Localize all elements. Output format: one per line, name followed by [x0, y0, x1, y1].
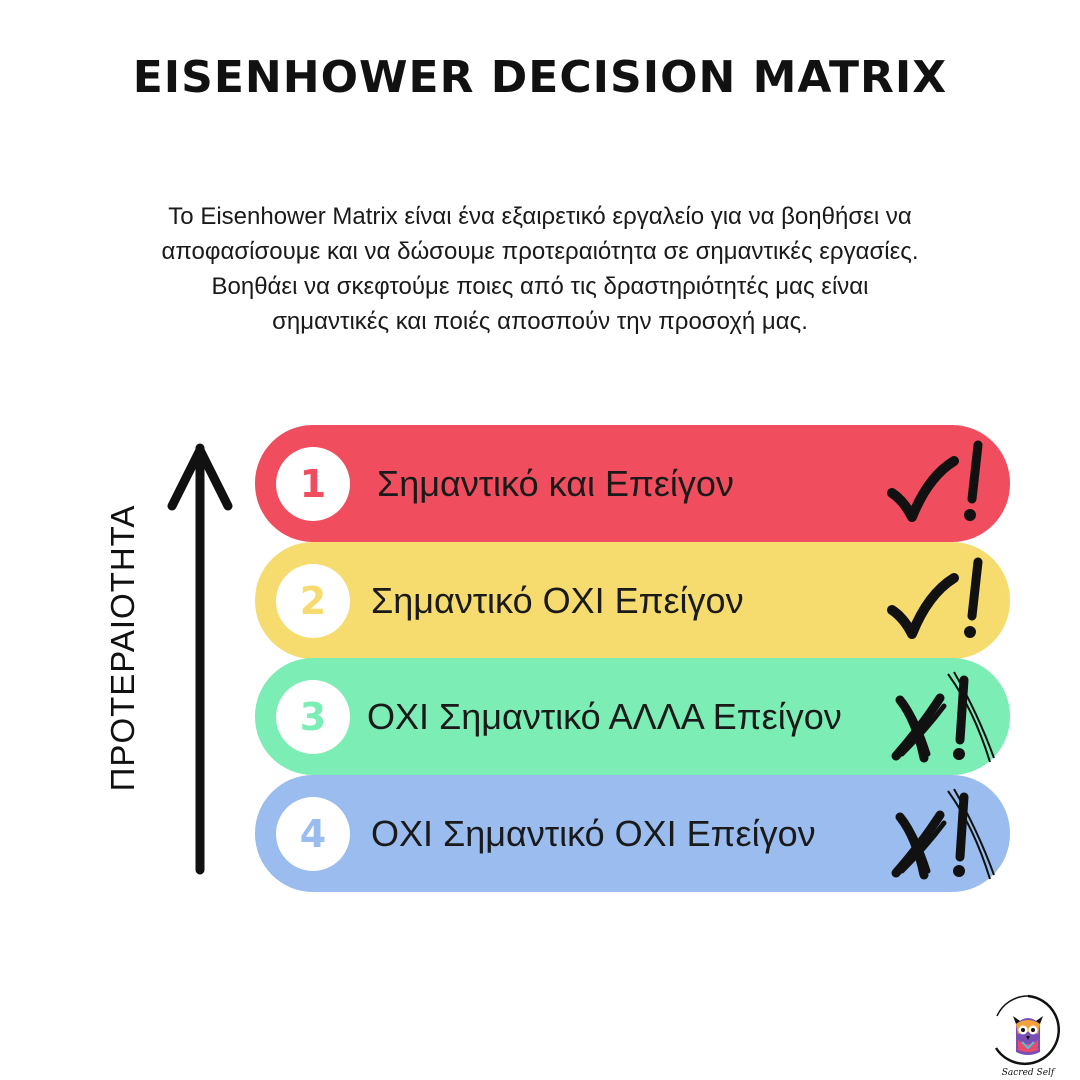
intro-line: Το Eisenhower Matrix είναι ένα εξαιρετικ… — [168, 203, 912, 230]
quadrant-label: Σημαντικό ΟΧΙ Επείγον — [371, 579, 744, 621]
quadrant-number: 4 — [276, 797, 350, 871]
intro-line: αποφασίσουμε και να δώσουμε προτεραιότητ… — [161, 238, 919, 265]
quadrant-number: 2 — [276, 564, 350, 638]
quadrant-2-band: 2 Σημαντικό ΟΧΙ Επείγον — [255, 542, 1010, 659]
cross-exclamation-icon — [891, 671, 995, 763]
svg-text:Sacred Self: Sacred Self — [1002, 1068, 1056, 1078]
check-exclamation-icon — [887, 440, 983, 522]
quadrant-1-band: 1 Σημαντικό και Επείγον — [255, 425, 1010, 542]
check-exclamation-icon — [887, 557, 983, 639]
page-title: EISENHOWER DECISION MATRIX — [132, 52, 948, 103]
quadrant-number: 3 — [276, 680, 350, 754]
priority-axis-label: ΠΡΟΤΕΡΑΙΟΤΗΤΑ — [104, 504, 141, 792]
priority-arrow-icon — [167, 443, 233, 875]
quadrant-number: 1 — [276, 447, 350, 521]
quadrant-label: ΟΧΙ Σημαντικό ΑΛΛΑ Επείγον — [367, 695, 842, 737]
intro-line: Βοηθάει να σκεφτούμε ποιες από τις δραστ… — [211, 273, 869, 300]
intro-line: σημαντικές και ποιές αποσπούν την προσοχ… — [272, 308, 808, 335]
quadrant-3-band: 3 ΟΧΙ Σημαντικό ΑΛΛΑ Επείγον — [255, 658, 1010, 775]
quadrant-label: ΟΧΙ Σημαντικό ΟΧΙ Επείγον — [371, 812, 816, 854]
quadrant-label: Σημαντικό και Επείγον — [377, 462, 734, 504]
cross-exclamation-icon — [891, 788, 995, 880]
owl-icon: Sacred Self — [994, 994, 1060, 1078]
quadrant-4-band: 4 ΟΧΙ Σημαντικό ΟΧΙ Επείγον — [255, 775, 1010, 892]
intro-paragraph: Το Eisenhower Matrix είναι ένα εξαιρετικ… — [60, 199, 1020, 339]
